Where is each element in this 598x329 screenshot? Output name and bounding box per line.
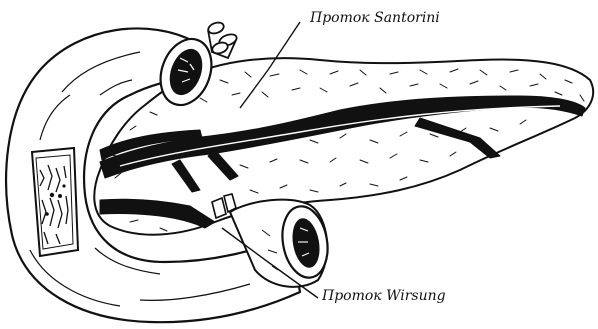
- santorini-duct-label: Проток Santorini: [309, 10, 440, 26]
- duodenal-window: [32, 148, 78, 256]
- wirsung-duct-label: Проток Wirsung: [321, 288, 446, 304]
- vessel-stubs: [207, 21, 238, 58]
